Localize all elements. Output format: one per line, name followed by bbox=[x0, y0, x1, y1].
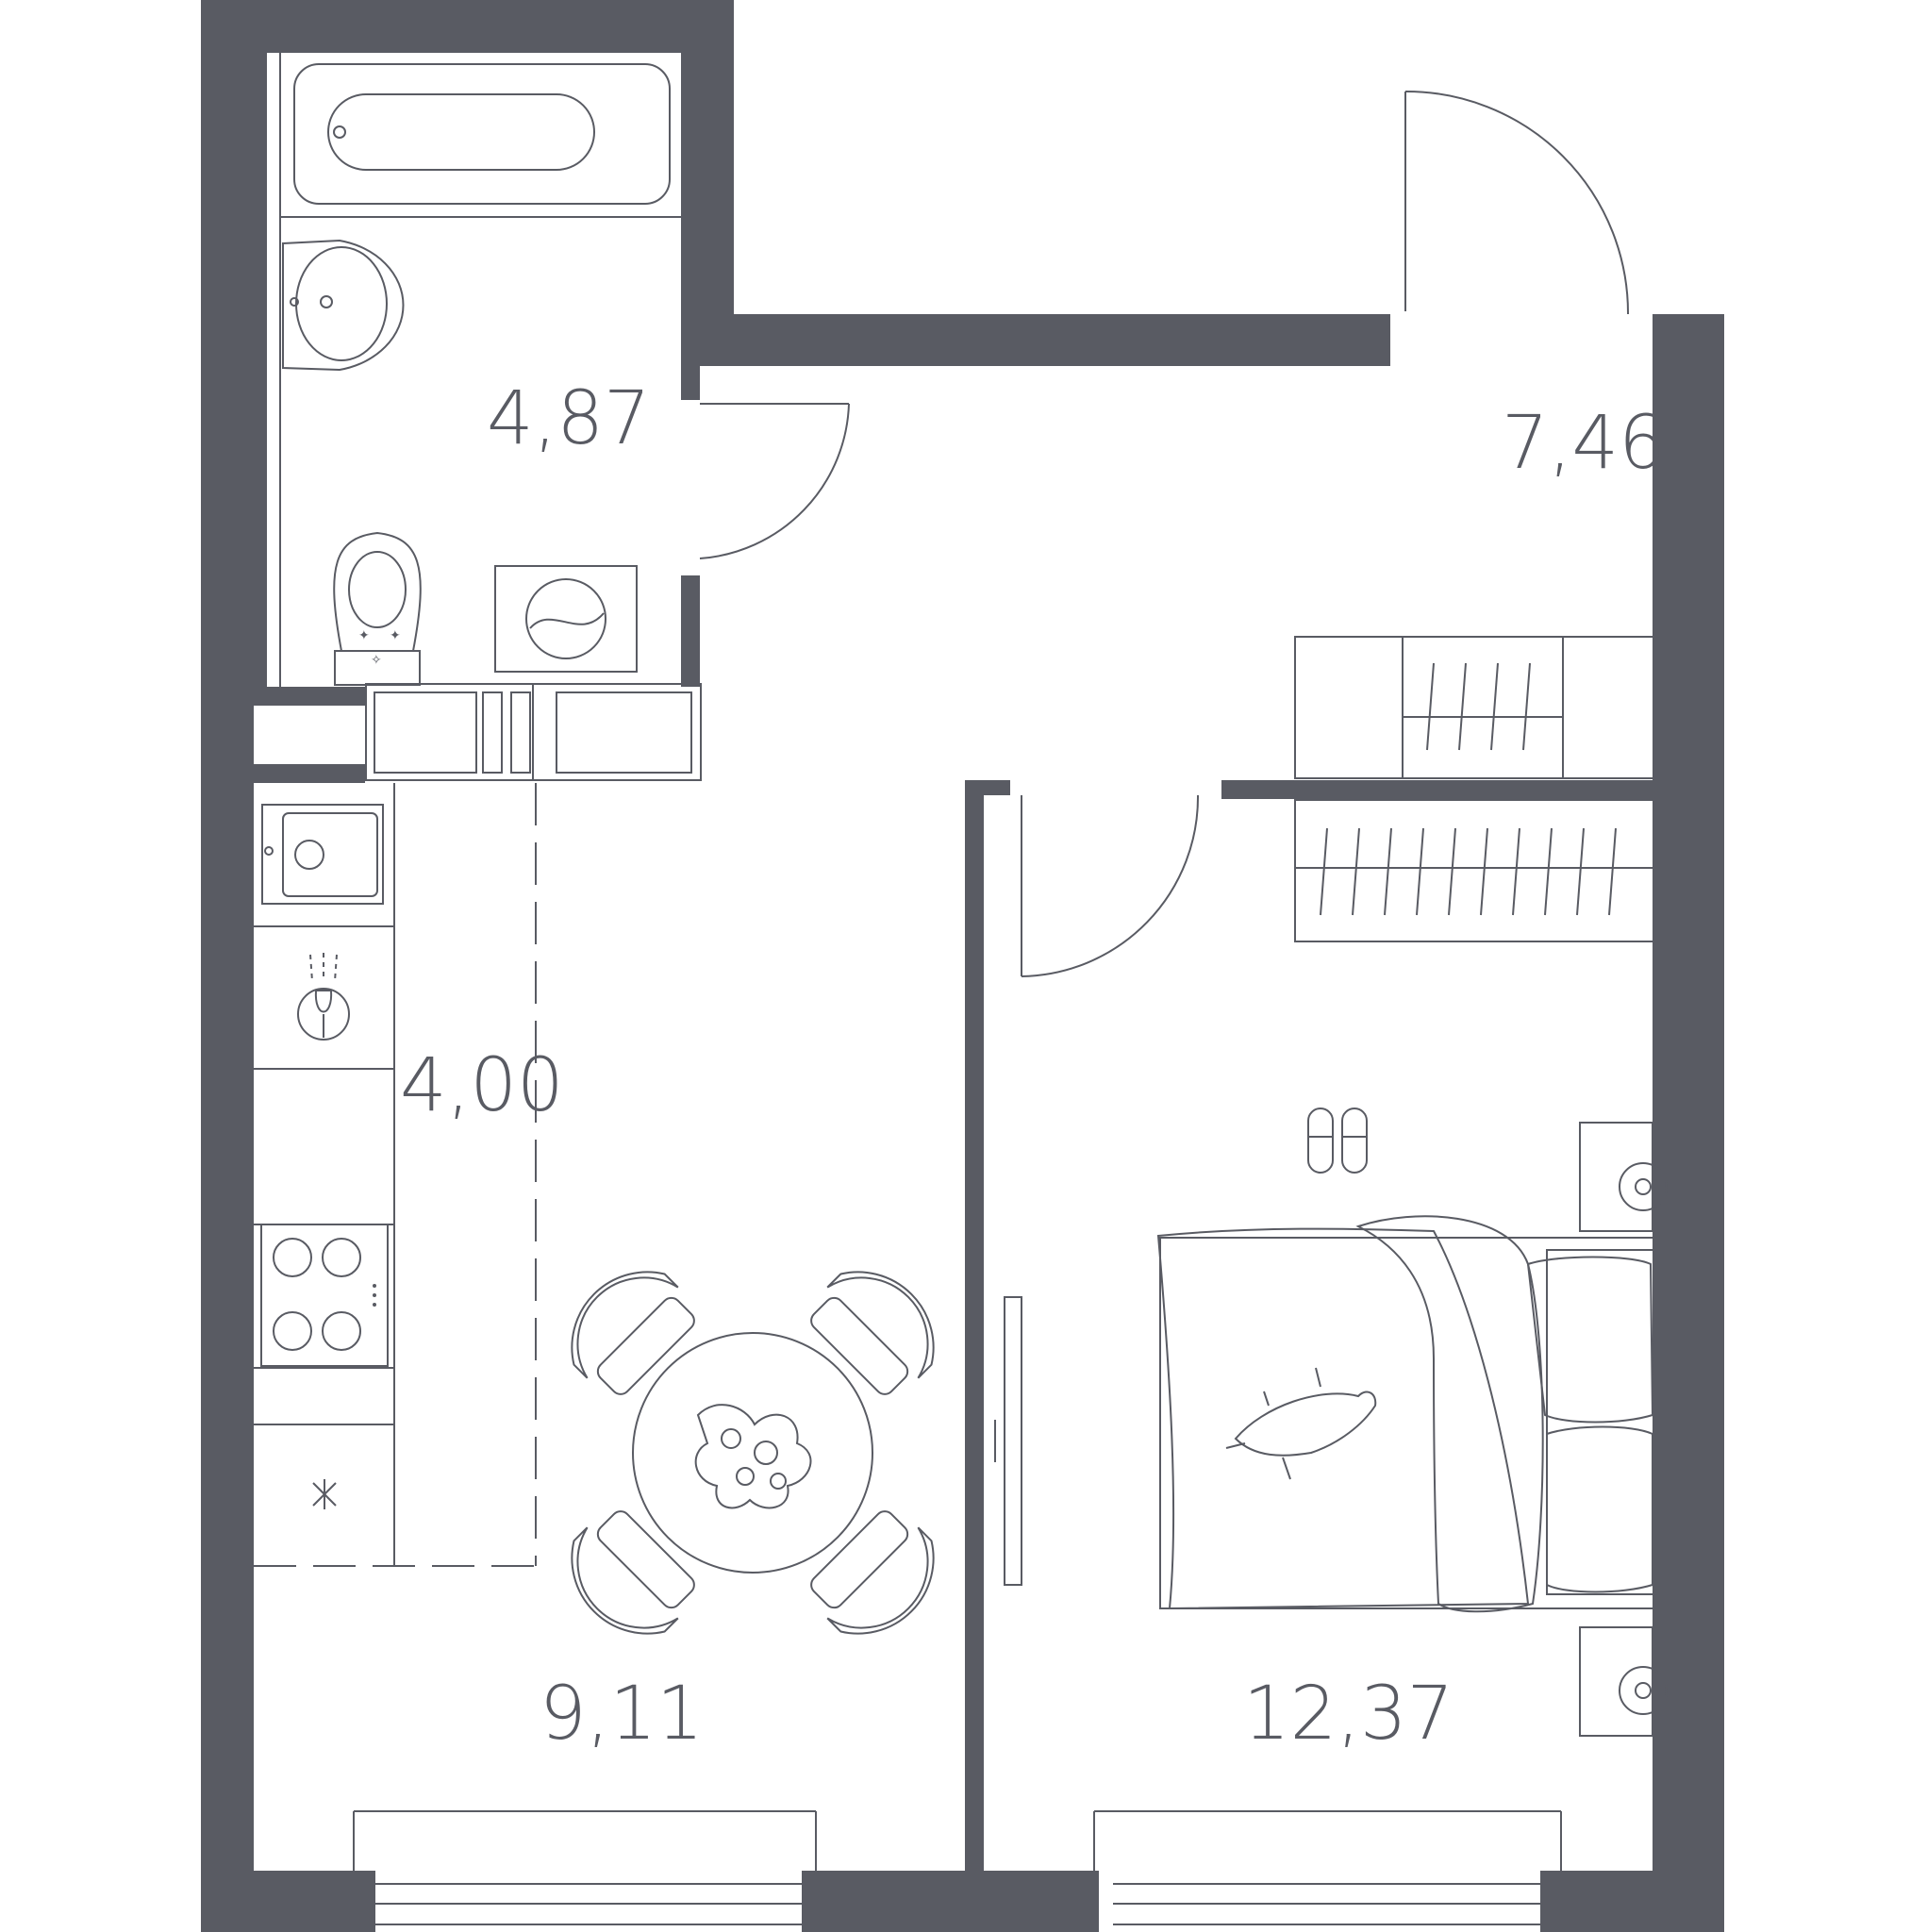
area-label-bedroom: 12,37 bbox=[1243, 1672, 1454, 1757]
svg-text:✧: ✧ bbox=[371, 653, 382, 668]
nightstand-top bbox=[1579, 1122, 1668, 1232]
kitchen-zone-boundary bbox=[254, 783, 537, 1567]
wall-bedroom-west bbox=[965, 780, 984, 1874]
wall-kitchen-north bbox=[254, 764, 365, 783]
wall-bathroom-door-jamb-top bbox=[681, 366, 700, 400]
svg-text:✦: ✦ bbox=[390, 628, 401, 643]
toilet: ✦ ✦ ✧ bbox=[333, 531, 422, 686]
bedroom-wardrobe bbox=[1294, 799, 1654, 942]
wall-north-middle bbox=[681, 314, 1390, 366]
window-bedroom bbox=[1093, 1810, 1562, 1925]
wall-bathroom-inner-left bbox=[254, 53, 267, 687]
dishwasher-icon bbox=[297, 953, 350, 1041]
door-bedroom bbox=[1021, 794, 1200, 977]
area-label-kitchen-zone: 4,00 bbox=[400, 1043, 564, 1128]
hall-wardrobe bbox=[365, 683, 702, 781]
chair-top-left bbox=[571, 1271, 695, 1395]
fridge-icon bbox=[312, 1479, 337, 1509]
wall-hallway-door-jamb bbox=[1653, 314, 1724, 367]
wall-west bbox=[201, 0, 254, 1932]
walls bbox=[201, 0, 1724, 1932]
chair-bottom-right bbox=[810, 1510, 935, 1635]
wall-bathroom-east bbox=[681, 0, 734, 366]
wall-bathroom-south bbox=[254, 687, 365, 706]
area-label-hallway: 7,46 bbox=[1502, 401, 1666, 486]
cat-icon bbox=[1225, 1367, 1377, 1480]
chair-top-right bbox=[810, 1271, 935, 1395]
kitchen-counter bbox=[254, 783, 395, 1566]
wall-bedroom-west-stub bbox=[965, 780, 1010, 795]
svg-text:✦: ✦ bbox=[358, 628, 370, 643]
wall-south-right-pier bbox=[1540, 1871, 1724, 1932]
door-entrance bbox=[1404, 90, 1630, 315]
wall-top-left bbox=[201, 0, 734, 53]
bathtub bbox=[293, 63, 671, 205]
wall-bathroom-door-jamb-bottom bbox=[681, 575, 700, 687]
flower-bouquet bbox=[694, 1404, 812, 1509]
double-bed bbox=[1156, 1215, 1663, 1613]
nightstand-bottom bbox=[1579, 1626, 1668, 1737]
wall-south-middle-pier bbox=[802, 1871, 1099, 1932]
window-living bbox=[353, 1810, 817, 1925]
sink-icon bbox=[261, 804, 384, 905]
cooktop bbox=[260, 1224, 389, 1367]
wall-south-left-pier bbox=[201, 1871, 375, 1932]
washbasin bbox=[282, 239, 405, 372]
area-label-bathroom: 4,87 bbox=[487, 376, 651, 461]
wall-east bbox=[1653, 314, 1724, 1932]
chair-bottom-left bbox=[571, 1510, 695, 1635]
area-label-living-kitchen: 9,11 bbox=[540, 1672, 704, 1757]
wall-bedroom-north bbox=[1221, 780, 1674, 799]
washing-machine bbox=[494, 565, 638, 673]
dining-set bbox=[571, 1271, 935, 1635]
tv-unit bbox=[994, 1296, 1022, 1586]
door-bathroom bbox=[699, 403, 850, 559]
hallway-closet bbox=[1294, 636, 1654, 779]
slippers bbox=[1307, 1108, 1368, 1174]
